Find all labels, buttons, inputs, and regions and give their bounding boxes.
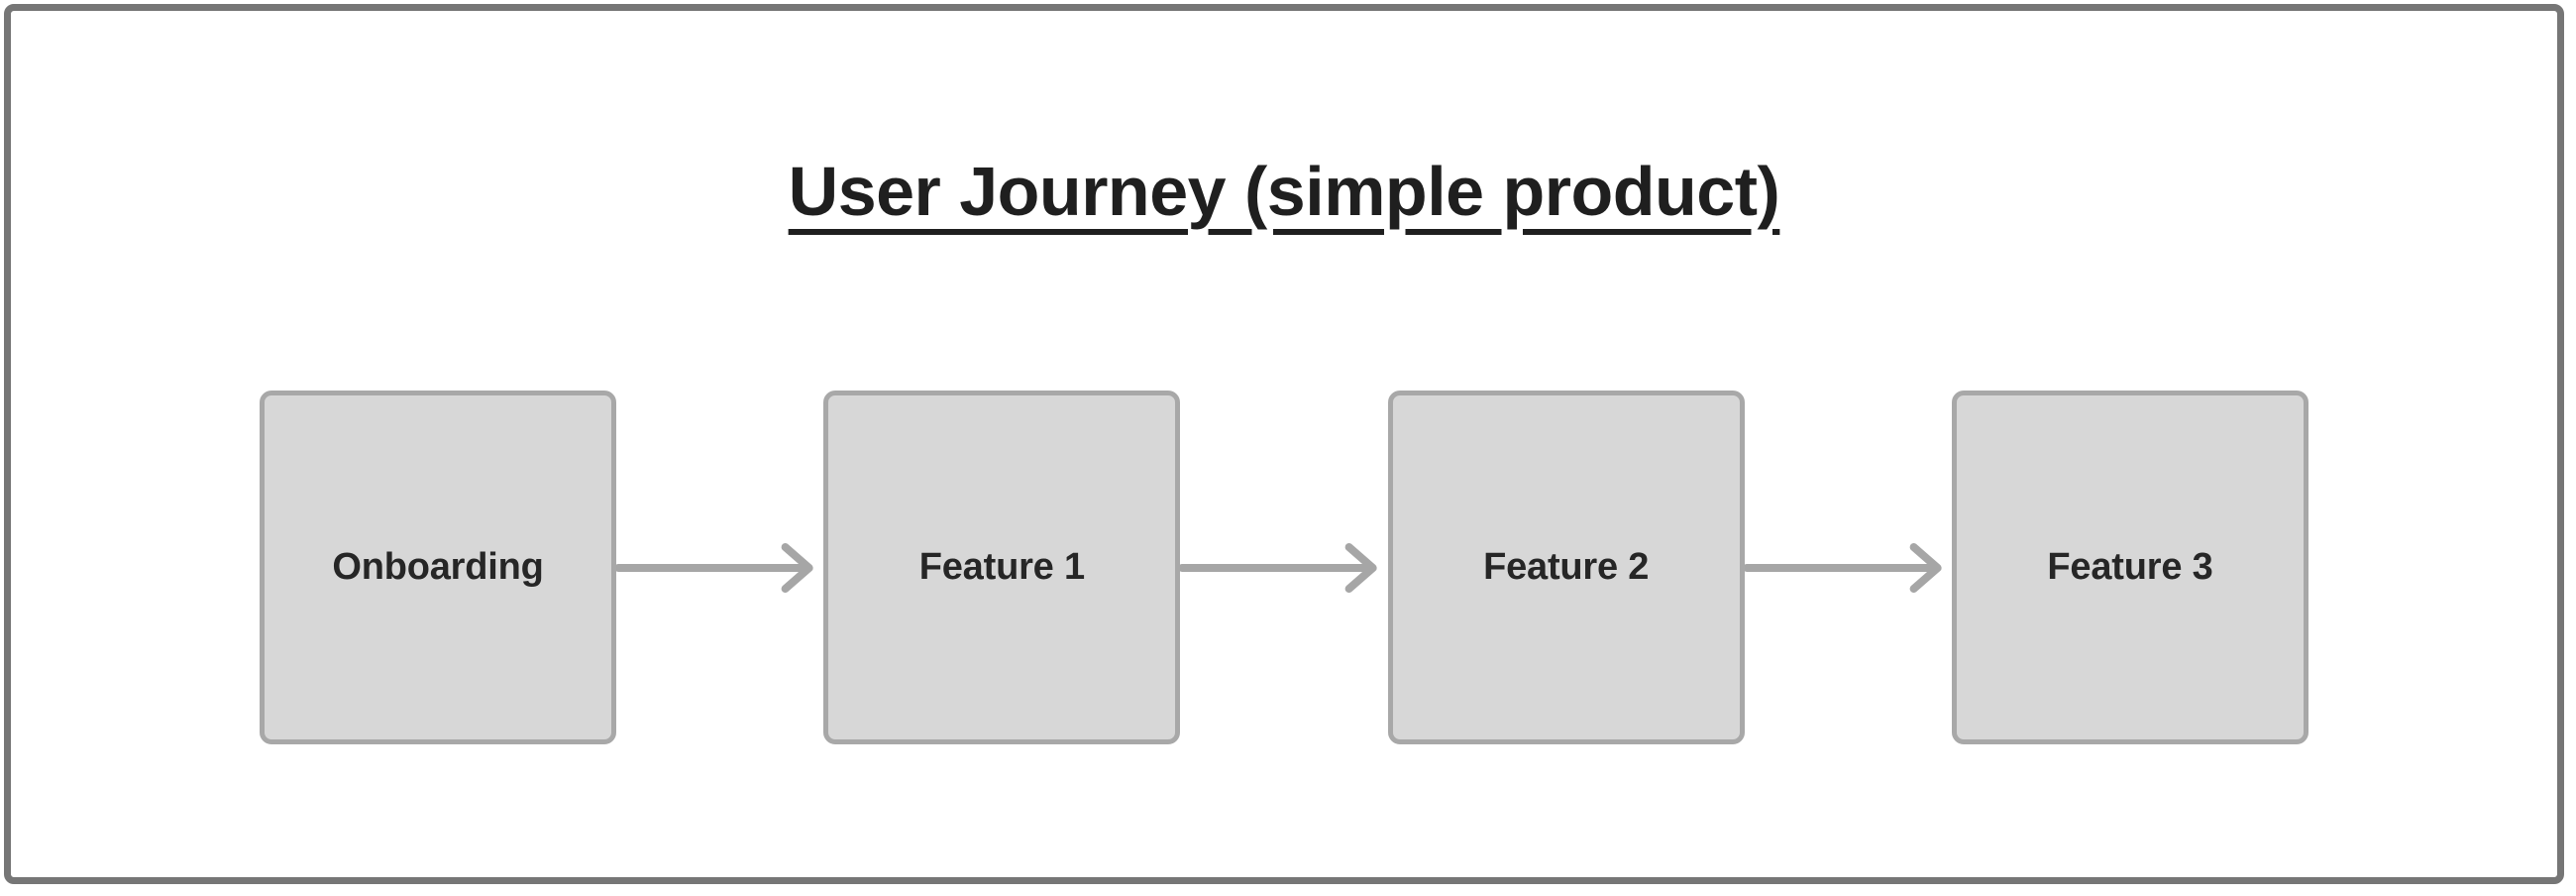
flow-connector-feature-2-to-feature-3 [1745,538,1952,598]
diagram-canvas: User Journey (simple product) Onboarding… [4,4,2564,884]
page-title: User Journey (simple product) [11,152,2557,231]
flow-node-label: Onboarding [332,546,544,588]
flow-node-label: Feature 3 [2047,546,2213,588]
flow-node-feature-1[interactable]: Feature 1 [823,391,1181,744]
flow-node-label: Feature 1 [918,546,1085,588]
flow-node-feature-3[interactable]: Feature 3 [1951,391,2308,744]
arrow-right-icon [1745,538,1952,598]
flow-connector-feature-1-to-feature-2 [1180,538,1387,598]
flow-node-onboarding[interactable]: Onboarding [260,391,616,744]
flow-connector-onboarding-to-feature-1 [616,538,823,598]
arrow-right-icon [1180,538,1387,598]
user-journey-flow: Onboarding Feature 1 Feature 2 [260,387,2308,748]
flow-node-label: Feature 2 [1483,546,1650,588]
flow-node-feature-2[interactable]: Feature 2 [1387,391,1745,744]
arrow-right-icon [616,538,823,598]
page-title-text: User Journey (simple product) [788,153,1780,230]
